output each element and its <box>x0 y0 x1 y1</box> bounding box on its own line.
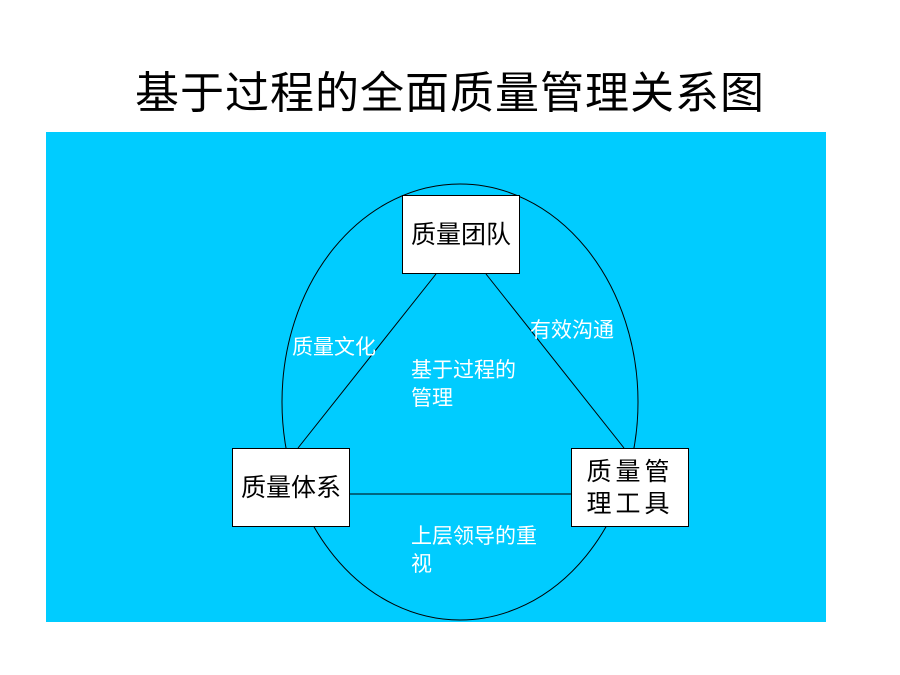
diagram-panel: 质量团队 质量体系 质量管理工具 质量文化 有效沟通 基于过程的管理 上层领导的… <box>46 132 826 622</box>
diagram-lines <box>281 183 639 621</box>
node-quality-system: 质量体系 <box>232 448 350 527</box>
node-quality-team-label: 质量团队 <box>410 219 511 249</box>
edge-label-culture: 质量文化 <box>292 335 376 359</box>
node-quality-system-label: 质量体系 <box>240 472 341 502</box>
center-label: 基于过程的管理 <box>411 358 516 410</box>
slide-title: 基于过程的全面质量管理关系图 <box>135 68 765 119</box>
edge-label-communication: 有效沟通 <box>530 318 614 342</box>
node-quality-team: 质量团队 <box>402 195 520 274</box>
edge-team-tools <box>485 273 625 449</box>
bottom-label: 上层领导的重视 <box>411 524 537 576</box>
node-quality-tools: 质量管理工具 <box>571 448 689 527</box>
relationship-circle <box>281 183 639 621</box>
node-quality-tools-label: 质量管理工具 <box>586 456 674 518</box>
edge-team-system <box>297 273 437 449</box>
